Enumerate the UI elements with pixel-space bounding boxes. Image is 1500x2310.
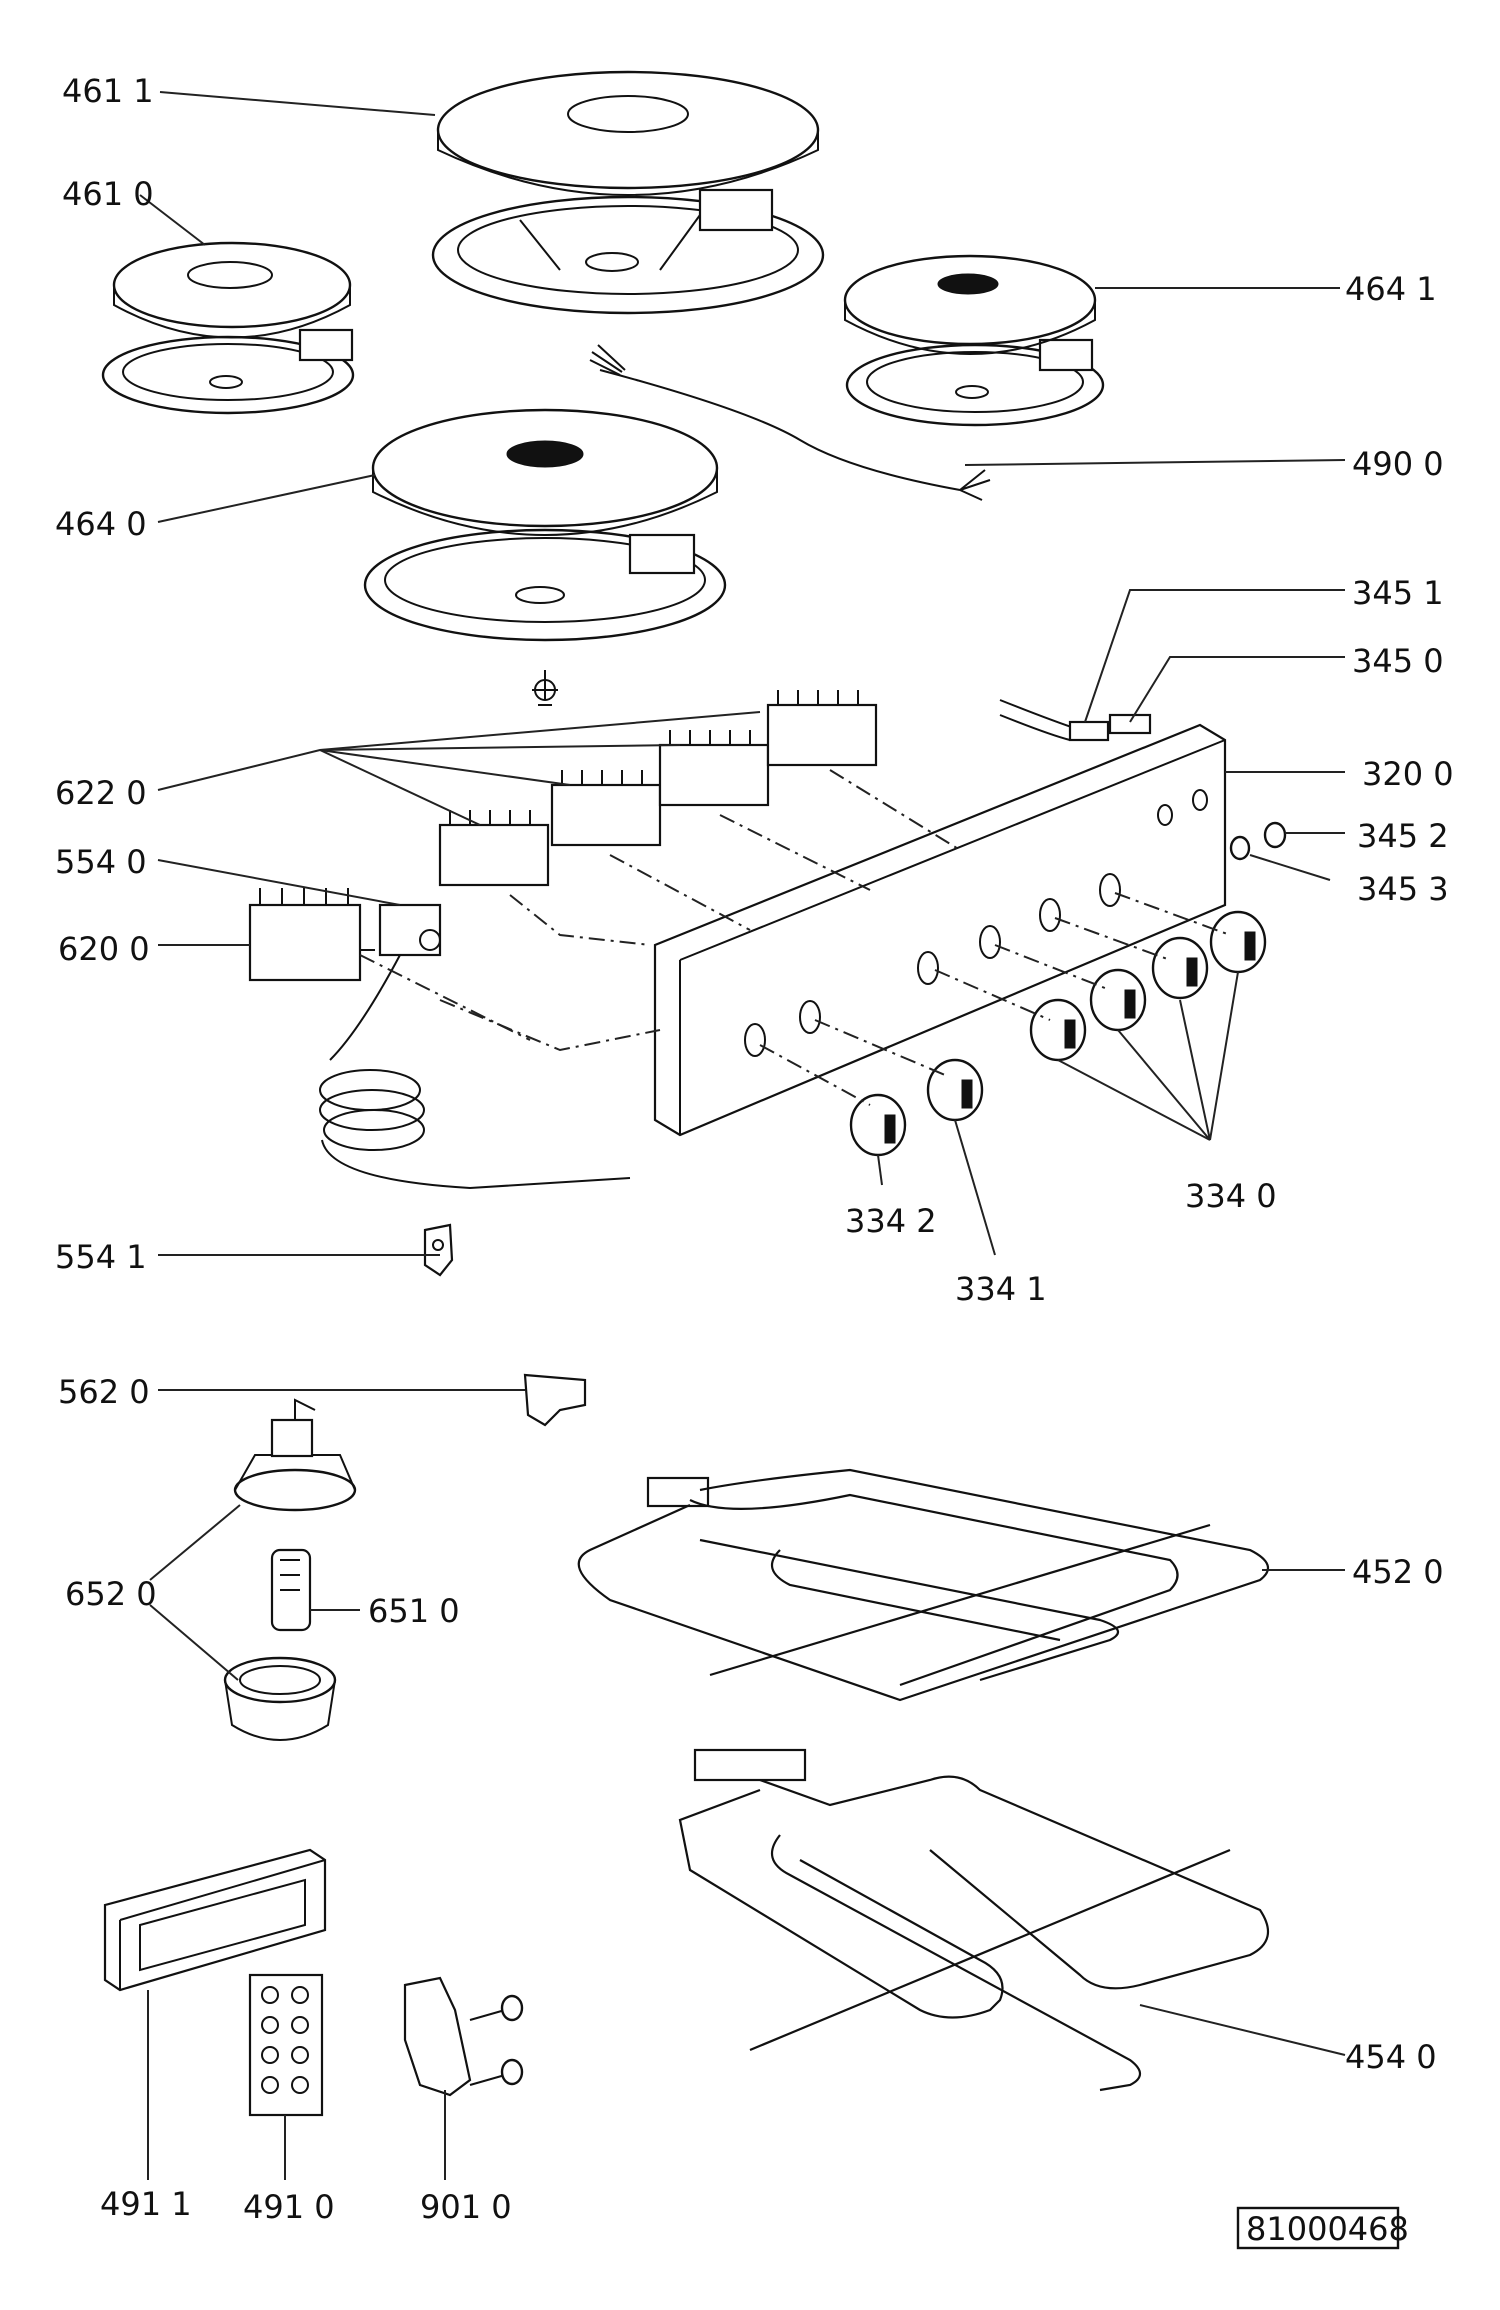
- label-554-1: 554 1: [55, 1238, 147, 1276]
- lamp-651-0: [270, 1548, 312, 1632]
- indicator-lights-345: [999, 699, 1287, 861]
- label-452-0: 452 0: [1352, 1553, 1444, 1591]
- hotplate-461-1: [431, 70, 825, 315]
- label-454-0: 454 0: [1345, 2038, 1437, 2076]
- label-334-0: 334 0: [1185, 1177, 1277, 1215]
- diagram-id: 81000468: [1246, 2210, 1409, 2248]
- label-622-0: 622 0: [55, 774, 147, 812]
- label-461-0: 461 0: [62, 175, 154, 213]
- assembly-lines: [359, 769, 1231, 1106]
- label-345-1: 345 1: [1352, 574, 1444, 612]
- hotplate-464-0: [363, 408, 727, 706]
- part-labels: 461 1 461 0 464 1 490 0 464 0 345 1 345 …: [55, 72, 1454, 2226]
- label-562-0: 562 0: [58, 1373, 150, 1411]
- label-652-0: 652 0: [65, 1575, 157, 1613]
- lamp-holder-652-0: [223, 1398, 357, 1741]
- label-491-1: 491 1: [100, 2185, 192, 2223]
- leader-lines: [139, 91, 1346, 2180]
- switches-622-0: [438, 690, 878, 887]
- thermostat-554-0: [319, 903, 631, 1190]
- box-491-1: [103, 1848, 327, 1992]
- label-345-2: 345 2: [1357, 817, 1449, 855]
- label-345-0: 345 0: [1352, 642, 1444, 680]
- oven-element-454-0: [678, 1748, 1270, 2092]
- label-620-0: 620 0: [58, 930, 150, 968]
- control-panel-320-0: [653, 723, 1227, 1137]
- label-491-0: 491 0: [243, 2188, 335, 2226]
- label-345-3: 345 3: [1357, 870, 1449, 908]
- label-334-1: 334 1: [955, 1270, 1047, 1308]
- hotplate-464-1: [843, 254, 1105, 427]
- terminal-block-491-0: [248, 1973, 324, 2117]
- bracket-562-0: [523, 1373, 587, 1427]
- label-334-2: 334 2: [845, 1202, 937, 1240]
- grill-element-452-0: [577, 1468, 1270, 1702]
- label-461-1: 461 1: [62, 72, 154, 110]
- label-464-0: 464 0: [55, 505, 147, 543]
- label-320-0: 320 0: [1362, 755, 1454, 793]
- diagram-id-box: 81000468: [1236, 2206, 1409, 2250]
- label-464-1: 464 1: [1345, 270, 1437, 308]
- label-901-0: 901 0: [420, 2188, 512, 2226]
- clip-554-1: [423, 1223, 454, 1277]
- label-554-0: 554 0: [55, 843, 147, 881]
- label-490-0: 490 0: [1352, 445, 1444, 483]
- hotplate-461-0: [101, 241, 355, 415]
- clamp-901-0: [403, 1976, 524, 2097]
- label-651-0: 651 0: [368, 1592, 460, 1630]
- selector-switch-620-0: [248, 888, 375, 982]
- wire-bundle-490-0: [589, 344, 991, 501]
